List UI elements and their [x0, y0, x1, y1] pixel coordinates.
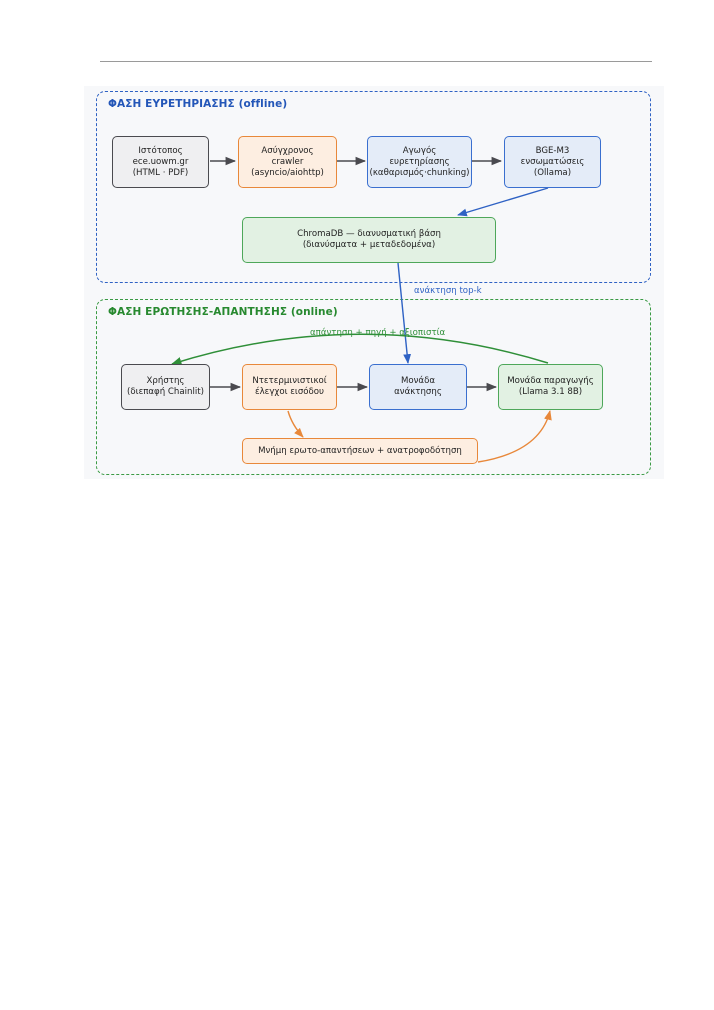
input-checks-node: Ντετερμινιστικοί έλεγχοι εισόδου — [242, 364, 337, 410]
generation-node-label: Μονάδα παραγωγής (Llama 3.1 8B) — [507, 376, 594, 397]
crawler-node-label: Ασύγχρονος crawler (asyncio/aiohttp) — [251, 145, 324, 178]
retrieval-node: Μονάδα ανάκτησης — [369, 364, 467, 410]
memory-node: Μνήμη ερωτο-απαντήσεων + ανατροφοδότηση — [242, 438, 478, 464]
online-phase-frame — [96, 299, 651, 475]
generation-node: Μονάδα παραγωγής (Llama 3.1 8B) — [498, 364, 603, 410]
chromadb-node: ChromaDB — διανυσματική βάση (διανύσματα… — [242, 217, 496, 263]
user-node: Χρήστης (διεπαφή Chainlit) — [121, 364, 210, 410]
embeddings-node-label: BGE-M3 ενσωματώσεις (Ollama) — [520, 145, 585, 178]
user-node-label: Χρήστης (διεπαφή Chainlit) — [127, 376, 204, 397]
embeddings-node: BGE-M3 ενσωματώσεις (Ollama) — [504, 136, 601, 188]
indexing-pipeline-node: Αγωγός ευρετηρίασης (καθαρισμός·chunking… — [367, 136, 472, 188]
topk-retrieval-label: ανάκτηση top-k — [414, 286, 482, 296]
offline-phase-title: ΦΑΣΗ ΕΥΡΕΤΗΡΙΑΣΗΣ (offline) — [108, 98, 288, 110]
indexing-pipeline-node-label: Αγωγός ευρετηρίασης (καθαρισμός·chunking… — [369, 145, 470, 178]
input-checks-node-label: Ντετερμινιστικοί έλεγχοι εισόδου — [252, 376, 327, 397]
website-node-label: Ιστότοπος ece.uowm.gr (HTML · PDF) — [132, 145, 189, 178]
retrieval-node-label: Μονάδα ανάκτησης — [394, 376, 442, 397]
crawler-node: Ασύγχρονος crawler (asyncio/aiohttp) — [238, 136, 337, 188]
page-header-rule — [100, 61, 652, 62]
offline-phase-frame — [96, 91, 651, 283]
chromadb-node-label: ChromaDB — διανυσματική βάση (διανύσματα… — [297, 229, 441, 250]
online-phase-title: ΦΑΣΗ ΕΡΩΤΗΣΗΣ-ΑΠΑΝΤΗΣΗΣ (online) — [108, 306, 338, 318]
answer-source-reliability-label: απάντηση + πηγή + αξιοπιστία — [310, 328, 446, 338]
website-node: Ιστότοπος ece.uowm.gr (HTML · PDF) — [112, 136, 209, 188]
memory-node-label: Μνήμη ερωτο-απαντήσεων + ανατροφοδότηση — [258, 445, 462, 456]
